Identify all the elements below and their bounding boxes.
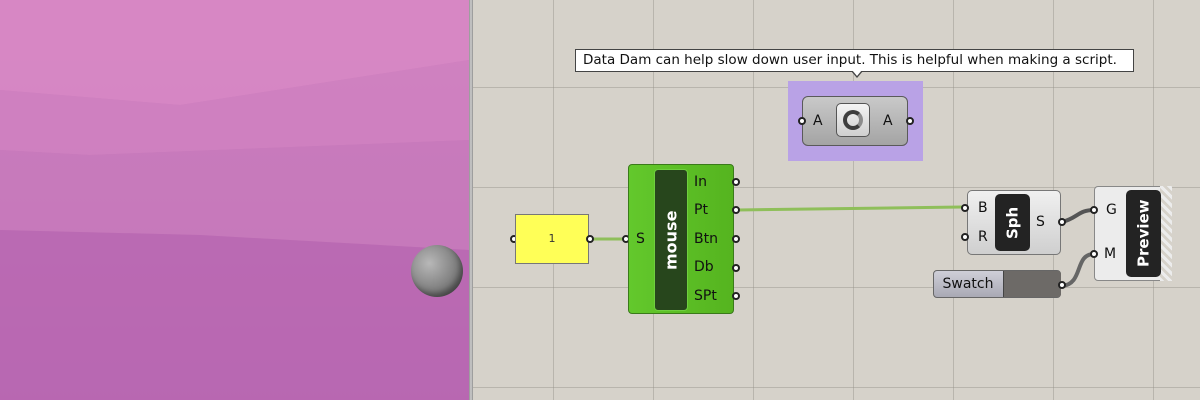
sphere-input-port-r[interactable]	[961, 233, 969, 241]
mouse-output-port-btn[interactable]	[732, 235, 740, 243]
viewport-background-facets	[0, 0, 469, 400]
mouse-title-bar	[654, 169, 688, 311]
mouse-input-label: S	[636, 231, 645, 247]
mouse-output-port-in[interactable]	[732, 178, 740, 186]
preview-jagged-edge	[1160, 186, 1172, 281]
data-dam-input-port[interactable]	[798, 117, 806, 125]
mouse-output-port-db[interactable]	[732, 264, 740, 272]
viewport-splitter[interactable]	[469, 0, 473, 400]
number-output-port[interactable]	[586, 235, 594, 243]
sphere-title: Sph	[1003, 206, 1022, 239]
sphere-output-port[interactable]	[1058, 218, 1066, 226]
swatch-label: Swatch	[942, 276, 994, 292]
swatch-color-box[interactable]	[1003, 271, 1061, 297]
mouse-output-label-in: In	[694, 174, 708, 190]
sphere-input-label-b: B	[978, 200, 988, 216]
sphere-output-label: S	[1036, 214, 1045, 230]
number-panel[interactable]: 1	[515, 214, 589, 264]
preview-input-label-g: G	[1106, 202, 1117, 218]
rhino-viewport[interactable]	[0, 0, 469, 400]
data-dam-output-port[interactable]	[906, 117, 914, 125]
sphere-input-label-r: R	[978, 229, 988, 245]
tooltip: Data Dam can help slow down user input. …	[575, 49, 1134, 72]
mouse-output-port-pt[interactable]	[732, 206, 740, 214]
sphere-title-bar	[995, 194, 1030, 251]
preview-title-bar	[1126, 190, 1161, 277]
mouse-output-label-db: Db	[694, 259, 714, 275]
preview-input-label-m: M	[1104, 246, 1117, 262]
sphere-preview-geometry[interactable]	[411, 245, 463, 297]
mouse-output-label-btn: Btn	[694, 231, 718, 247]
data-dam-output-label: A	[883, 113, 893, 129]
mouse-output-port-spt[interactable]	[732, 292, 740, 300]
dam-icon	[843, 110, 863, 130]
sphere-input-port-b[interactable]	[961, 204, 969, 212]
swatch-output-port[interactable]	[1058, 281, 1066, 289]
preview-input-port-g[interactable]	[1090, 206, 1098, 214]
preview-input-port-m[interactable]	[1090, 250, 1098, 258]
mouse-output-label-pt: Pt	[694, 202, 708, 218]
mouse-output-label-spt: SPt	[694, 288, 717, 304]
preview-title: Preview	[1134, 199, 1153, 268]
tooltip-arrow-fill	[852, 70, 862, 76]
data-dam-input-label: A	[813, 113, 823, 129]
mouse-title: mouse	[661, 210, 681, 270]
